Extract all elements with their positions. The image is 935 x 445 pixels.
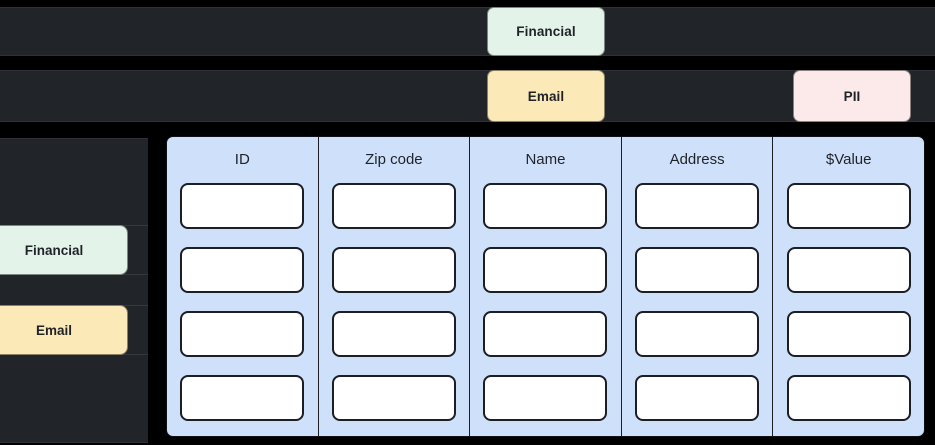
column-cells [470, 182, 621, 436]
table-cell[interactable] [331, 247, 456, 293]
column-cells [773, 182, 924, 436]
column-header: Address [669, 151, 725, 168]
column-header: ID [234, 151, 250, 168]
table-column: Name [470, 137, 622, 436]
table-cell[interactable] [331, 311, 456, 357]
table-cell[interactable] [635, 247, 760, 293]
column-cells [319, 182, 470, 436]
table-cell[interactable] [331, 183, 456, 229]
table-cell[interactable] [180, 375, 305, 421]
column-cells [167, 182, 318, 436]
column-cells [622, 182, 773, 436]
table-cell[interactable] [786, 183, 911, 229]
tag-chip-pii[interactable]: PII [793, 70, 911, 122]
tag-row-2 [0, 70, 935, 122]
table-cell[interactable] [635, 375, 760, 421]
tag-chip-financial[interactable]: Financial [487, 7, 605, 56]
table-cell[interactable] [180, 247, 305, 293]
column-header: Name [525, 151, 566, 168]
table-cell[interactable] [180, 311, 305, 357]
table-cell[interactable] [635, 183, 760, 229]
column-header: Zip code [365, 151, 423, 168]
column-header: $Value [825, 151, 872, 168]
tag-row-1 [0, 7, 935, 56]
table-cell[interactable] [483, 311, 608, 357]
table-column: Zip code [319, 137, 471, 436]
sidebar-item-financial[interactable]: Financial [0, 225, 128, 275]
data-table: ID Zip code Name Address $Value [166, 136, 925, 437]
table-column: ID [167, 137, 319, 436]
table-cell[interactable] [786, 375, 911, 421]
table-cell[interactable] [483, 247, 608, 293]
table-cell[interactable] [635, 311, 760, 357]
table-column: Address [622, 137, 774, 436]
table-cell[interactable] [331, 375, 456, 421]
sidebar: Financial Email [0, 138, 148, 443]
table-cell[interactable] [483, 183, 608, 229]
table-cell[interactable] [180, 183, 305, 229]
table-column: $Value [773, 137, 924, 436]
sidebar-item-email[interactable]: Email [0, 305, 128, 355]
table-cell[interactable] [786, 247, 911, 293]
table-cell[interactable] [483, 375, 608, 421]
tag-chip-email[interactable]: Email [487, 70, 605, 122]
table-cell[interactable] [786, 311, 911, 357]
